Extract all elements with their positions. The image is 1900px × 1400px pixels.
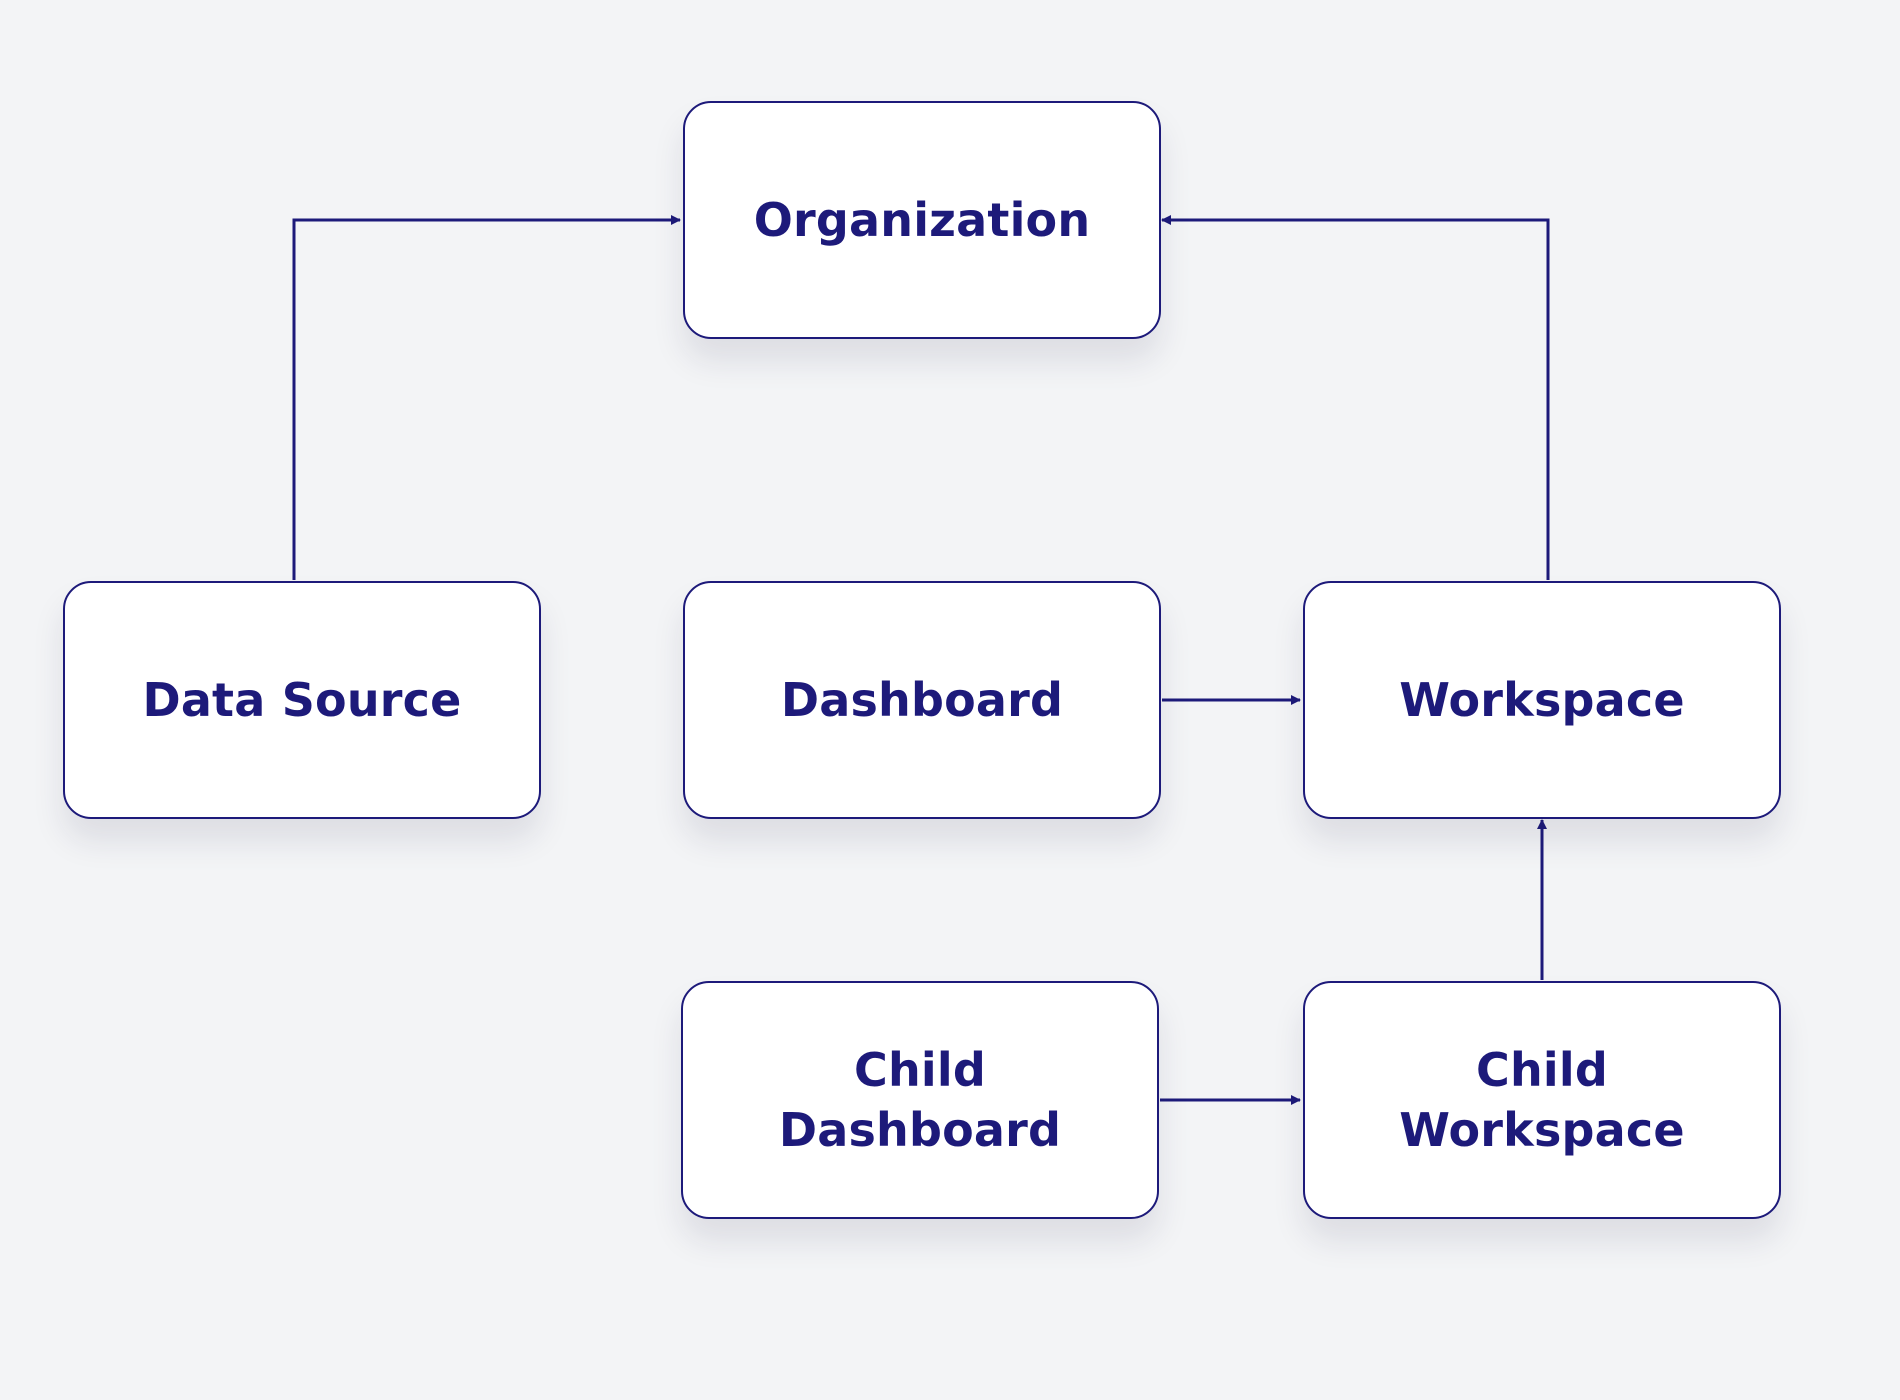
node-data-source-label: Data Source (142, 673, 462, 727)
node-organization[interactable]: Organization (683, 101, 1161, 339)
node-workspace[interactable]: Workspace (1303, 581, 1781, 819)
node-workspace-label: Workspace (1399, 673, 1685, 727)
node-dashboard-label: Dashboard (780, 673, 1064, 727)
node-child-workspace-label: Child Workspace (1399, 1043, 1685, 1157)
node-child-dashboard[interactable]: Child Dashboard (681, 981, 1159, 1219)
node-child-workspace[interactable]: Child Workspace (1303, 981, 1781, 1219)
node-organization-label: Organization (753, 193, 1091, 247)
node-dashboard[interactable]: Dashboard (683, 581, 1161, 819)
edge-workspace-to-organization (1161, 215, 1550, 580)
node-data-source[interactable]: Data Source (63, 581, 541, 819)
edge-data-source-to-organization (292, 215, 681, 580)
node-child-dashboard-label: Child Dashboard (778, 1043, 1062, 1157)
